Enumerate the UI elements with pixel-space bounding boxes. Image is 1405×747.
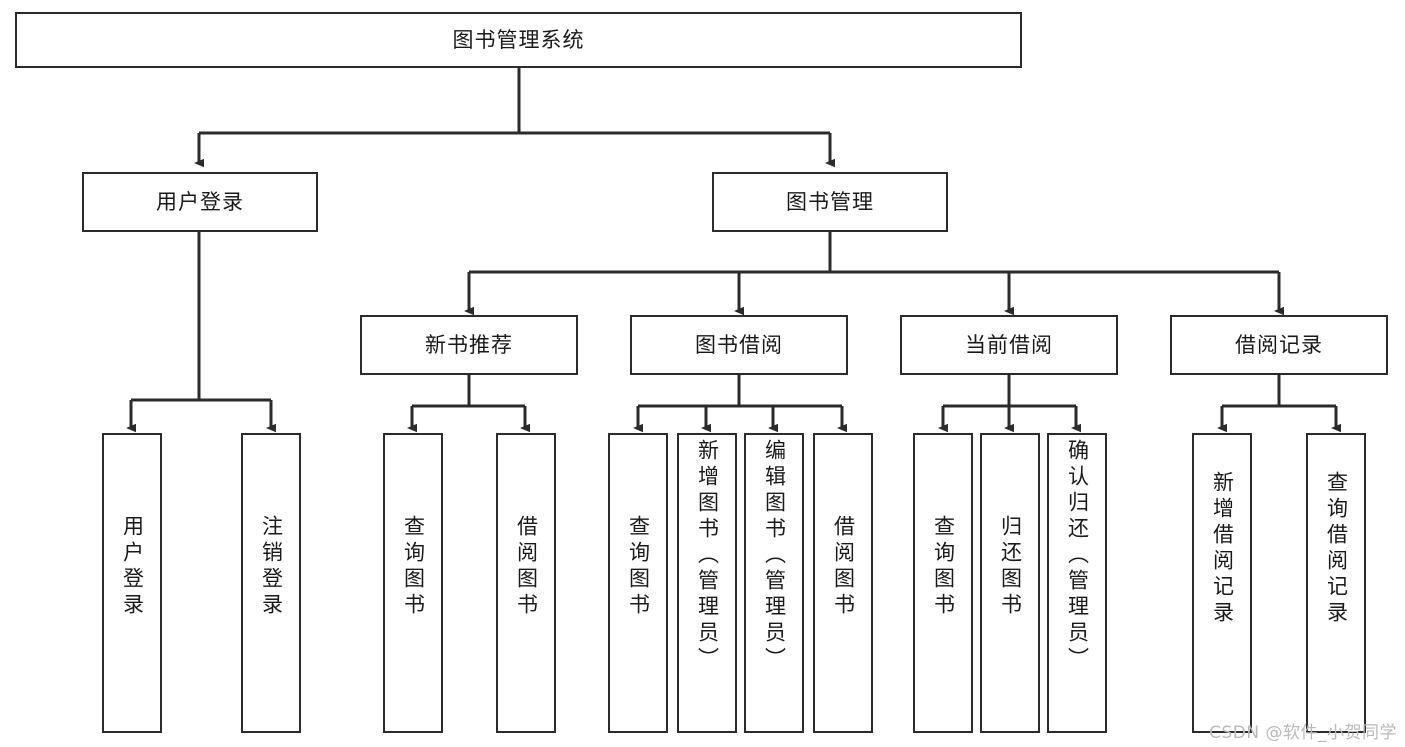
node-current-borrow[interactable]: 当前借阅 bbox=[900, 315, 1118, 375]
node-user-login[interactable]: 用户登录 bbox=[82, 172, 318, 232]
node-label: 图书管理系统 bbox=[452, 27, 585, 52]
node-leaf-add-book[interactable]: 新增图书（管理员） bbox=[677, 433, 737, 733]
node-label: 注销登录 bbox=[259, 515, 284, 619]
node-label: 归还图书 bbox=[998, 515, 1023, 619]
node-leaf-query-book-3[interactable]: 查询图书 bbox=[913, 433, 973, 733]
node-label: 查询图书 bbox=[931, 515, 956, 619]
node-label: 图书借阅 bbox=[695, 332, 783, 357]
node-label: 借阅图书 bbox=[831, 515, 856, 619]
node-leaf-user-login[interactable]: 用户登录 bbox=[102, 433, 162, 733]
node-label: 编辑图书（管理员） bbox=[762, 439, 787, 673]
node-label: 用户登录 bbox=[156, 189, 244, 214]
csdn-watermark: CSDN @软件_小贺同学 bbox=[1209, 723, 1397, 743]
node-leaf-query-record[interactable]: 查询借阅记录 bbox=[1306, 433, 1366, 733]
node-label: 用户登录 bbox=[120, 515, 145, 619]
node-label: 当前借阅 bbox=[965, 332, 1053, 357]
node-label: 确认归还（管理员） bbox=[1065, 439, 1090, 673]
node-label: 图书管理 bbox=[786, 189, 874, 214]
node-book-manage[interactable]: 图书管理 bbox=[712, 172, 948, 232]
node-leaf-user-logout[interactable]: 注销登录 bbox=[241, 433, 301, 733]
node-label: 查询借阅记录 bbox=[1324, 471, 1349, 627]
node-borrow-record[interactable]: 借阅记录 bbox=[1170, 315, 1388, 375]
node-leaf-borrow-book-2[interactable]: 借阅图书 bbox=[813, 433, 873, 733]
node-leaf-query-book-1[interactable]: 查询图书 bbox=[383, 433, 443, 733]
node-label: 借阅图书 bbox=[514, 515, 539, 619]
node-leaf-return-book[interactable]: 归还图书 bbox=[980, 433, 1040, 733]
node-leaf-add-record[interactable]: 新增借阅记录 bbox=[1192, 433, 1252, 733]
node-root-system[interactable]: 图书管理系统 bbox=[15, 12, 1022, 68]
node-label: 借阅记录 bbox=[1235, 332, 1323, 357]
node-label: 新书推荐 bbox=[425, 332, 513, 357]
node-label: 新增图书（管理员） bbox=[695, 439, 720, 673]
node-label: 查询图书 bbox=[401, 515, 426, 619]
node-leaf-confirm-return[interactable]: 确认归还（管理员） bbox=[1047, 433, 1107, 733]
node-new-book-rec[interactable]: 新书推荐 bbox=[360, 315, 578, 375]
node-label: 查询图书 bbox=[626, 515, 651, 619]
node-leaf-query-book-2[interactable]: 查询图书 bbox=[608, 433, 668, 733]
node-label: 新增借阅记录 bbox=[1210, 471, 1235, 627]
node-leaf-borrow-book-1[interactable]: 借阅图书 bbox=[496, 433, 556, 733]
node-leaf-edit-book[interactable]: 编辑图书（管理员） bbox=[744, 433, 804, 733]
node-book-borrow[interactable]: 图书借阅 bbox=[630, 315, 848, 375]
